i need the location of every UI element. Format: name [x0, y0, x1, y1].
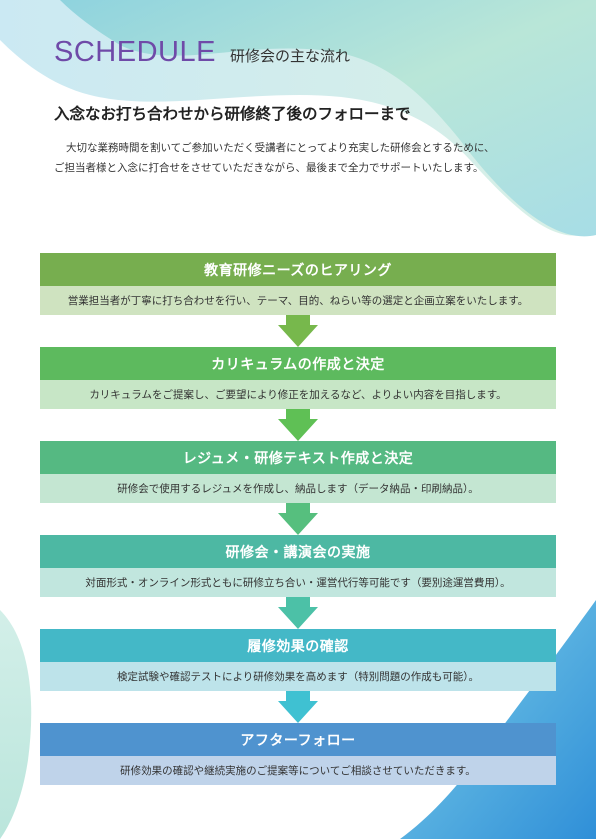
schedule-flow: 教育研修ニーズのヒアリング 営業担当者が丁寧に打ち合わせを行い、テーマ、目的、ね… — [40, 253, 556, 785]
step-desc: 研修会で使用するレジュメを作成し、納品します（データ納品・印刷納品）。 — [40, 474, 556, 503]
left-wave — [0, 610, 32, 839]
step-title: 履修効果の確認 — [40, 629, 556, 662]
step-title: カリキュラムの作成と決定 — [40, 347, 556, 380]
lead-heading: 入念なお打ち合わせから研修終了後のフォローまで — [54, 105, 411, 123]
step-5: 履修効果の確認 検定試験や確認テストにより研修効果を高めます（特別問題の作成も可… — [40, 629, 556, 691]
step-1: 教育研修ニーズのヒアリング 営業担当者が丁寧に打ち合わせを行い、テーマ、目的、ね… — [40, 253, 556, 315]
arrow-down-icon — [40, 503, 556, 535]
step-desc: 対面形式・オンライン形式ともに研修立ち合い・運営代行等可能です（要別途運営費用）… — [40, 568, 556, 597]
arrow-down-icon — [40, 597, 556, 629]
step-2: カリキュラムの作成と決定 カリキュラムをご提案し、ご要望により修正を加えるなど、… — [40, 347, 556, 409]
step-3: レジュメ・研修テキスト作成と決定 研修会で使用するレジュメを作成し、納品します（… — [40, 441, 556, 503]
step-6: アフターフォロー 研修効果の確認や継続実施のご提案等についてご相談させていただき… — [40, 723, 556, 785]
top-wave — [60, 0, 596, 237]
step-desc: 検定試験や確認テストにより研修効果を高めます（特別問題の作成も可能）。 — [40, 662, 556, 691]
arrow-down-icon — [40, 691, 556, 723]
intro-line-2: ご担当者様と入念に打合せをさせていただきながら、最後まで全力でサポートいたします… — [54, 162, 484, 174]
step-desc: 研修効果の確認や継続実施のご提案等についてご相談させていただきます。 — [40, 756, 556, 785]
step-title: 研修会・講演会の実施 — [40, 535, 556, 568]
title-en: SCHEDULE — [54, 36, 216, 68]
arrow-down-icon — [40, 409, 556, 441]
step-desc: カリキュラムをご提案し、ご要望により修正を加えるなど、よりよい内容を目指します。 — [40, 380, 556, 409]
page-header: SCHEDULE 研修会の主な流れ — [54, 36, 350, 69]
step-title: アフターフォロー — [40, 723, 556, 756]
intro-line-1: 大切な業務時間を割いてご参加いただく受講者にとってより充実した研修会とするために… — [66, 142, 495, 154]
intro-text: 大切な業務時間を割いてご参加いただく受講者にとってより充実した研修会とするために… — [54, 138, 554, 178]
arrow-down-icon — [40, 315, 556, 347]
step-title: レジュメ・研修テキスト作成と決定 — [40, 441, 556, 474]
step-desc: 営業担当者が丁寧に打ち合わせを行い、テーマ、目的、ねらい等の選定と企画立案をいた… — [40, 286, 556, 315]
step-4: 研修会・講演会の実施 対面形式・オンライン形式ともに研修立ち合い・運営代行等可能… — [40, 535, 556, 597]
step-title: 教育研修ニーズのヒアリング — [40, 253, 556, 286]
title-jp: 研修会の主な流れ — [229, 47, 350, 65]
